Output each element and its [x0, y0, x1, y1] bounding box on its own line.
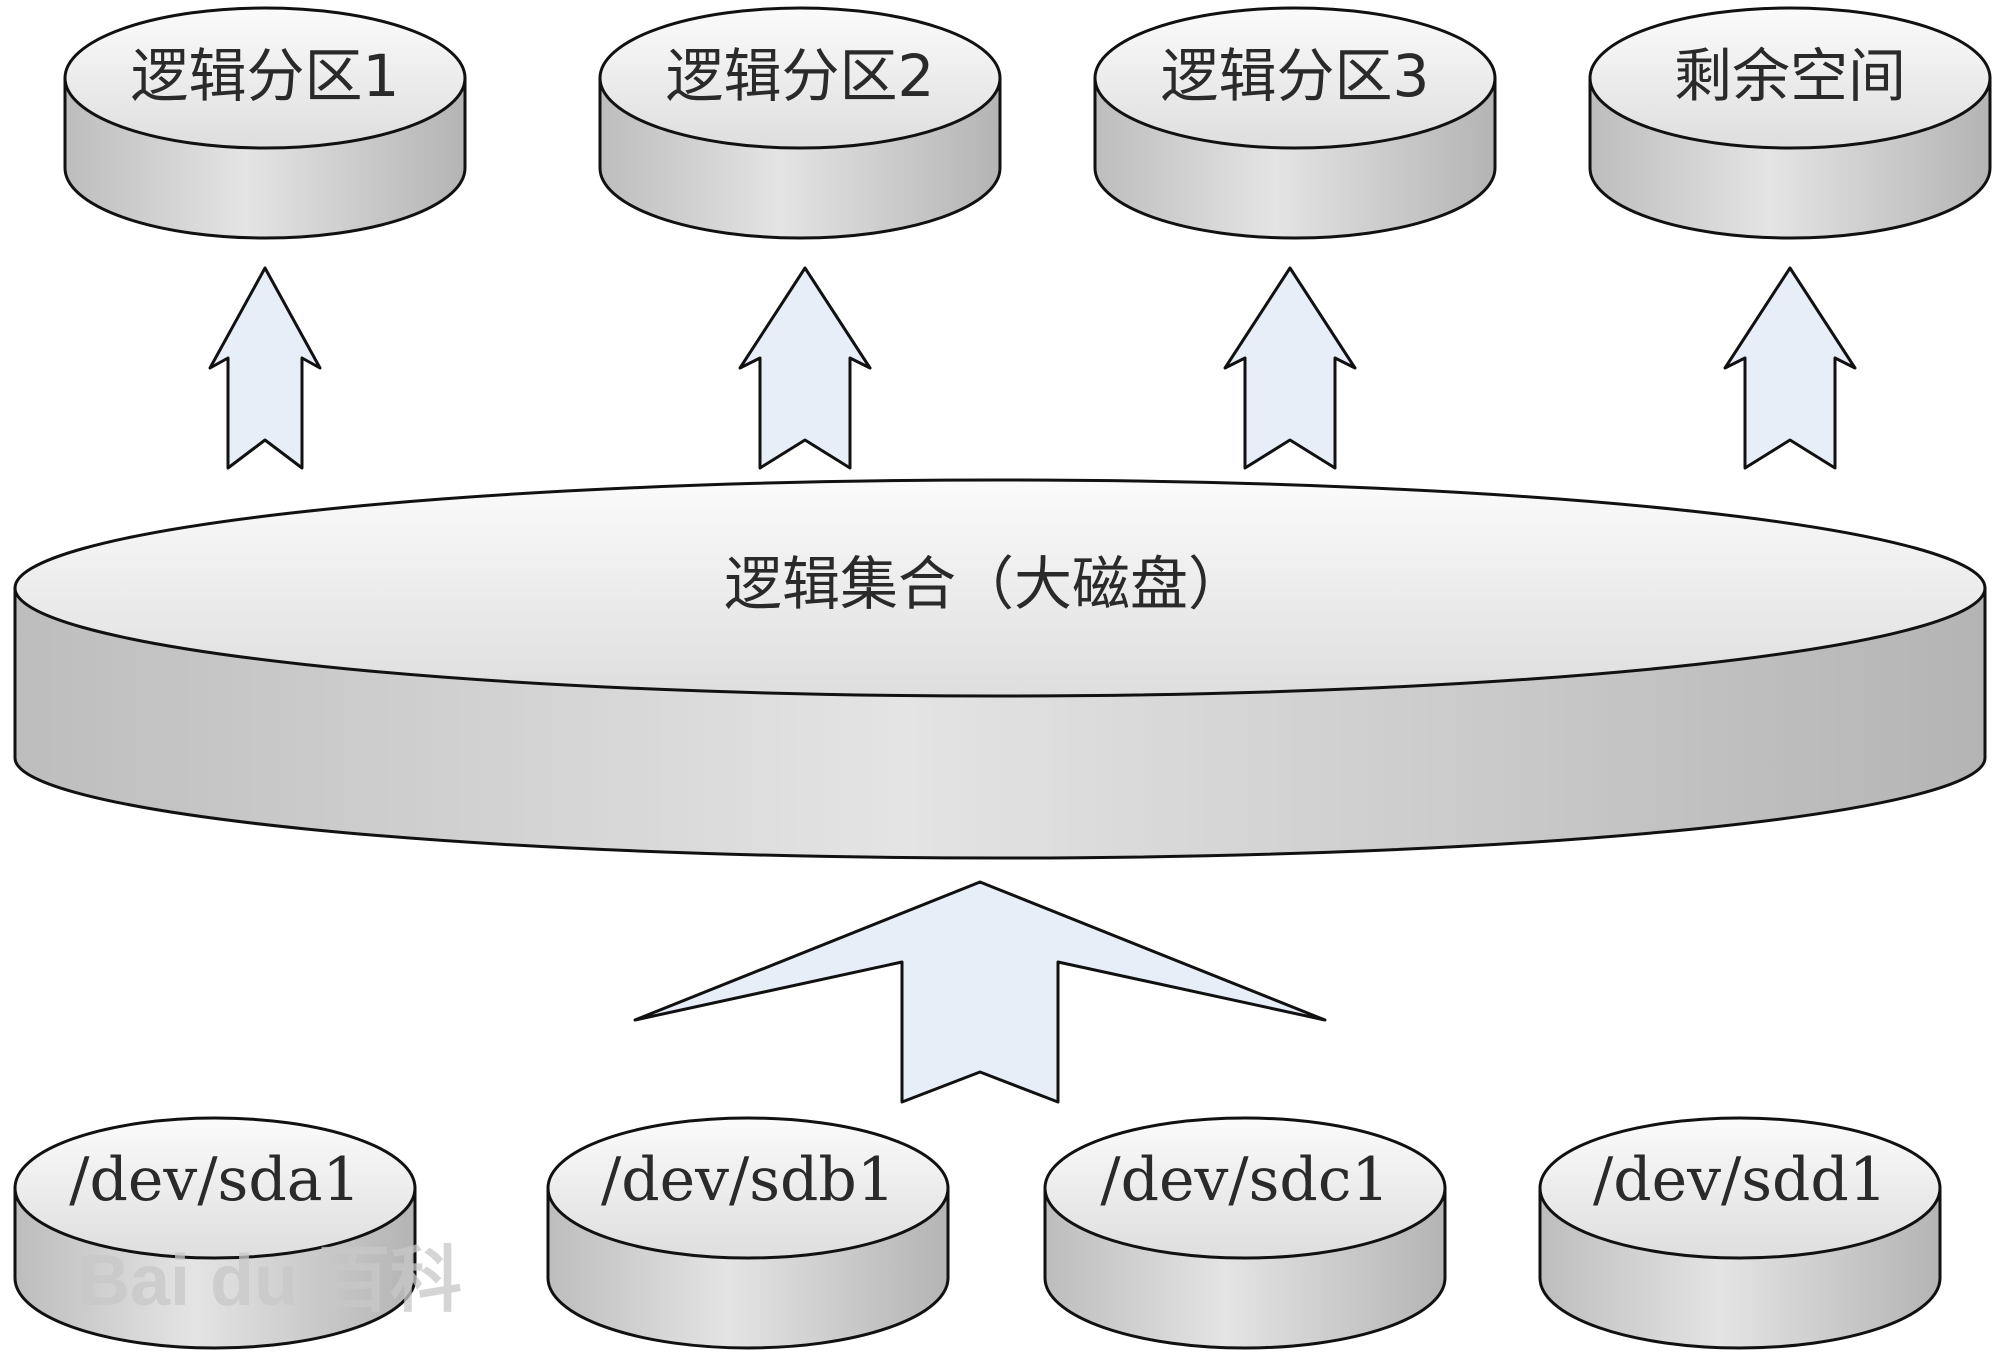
baidu-watermark: Bai du 百科 [78, 1241, 462, 1321]
device-label-sda1: /dev/sda1 [69, 1145, 360, 1215]
merge-arrow-icon [633, 880, 1327, 1104]
partition-label-1: 逻辑分区1 [131, 42, 400, 110]
device-label-sdc1: /dev/sdc1 [1100, 1145, 1389, 1215]
device-disk-sdb1: /dev/sdb1 [546, 1116, 950, 1350]
device-label-sdb1: /dev/sdb1 [601, 1145, 895, 1215]
free-space-label: 剩余空间 [1674, 42, 1906, 110]
device-disk-sda1: /dev/sda1 [13, 1116, 417, 1350]
watermark-text: Bai du 百科 [78, 1241, 462, 1321]
free-space-disk: 剩余空间 [1588, 6, 1992, 240]
volume-group-disk: 逻辑集合（大磁盘） [13, 478, 1987, 860]
up-arrow-icon [1223, 266, 1357, 470]
device-disk-sdc1: /dev/sdc1 [1043, 1116, 1447, 1350]
device-disk-sdd1: /dev/sdd1 [1538, 1116, 1942, 1350]
up-arrow-icon [208, 266, 322, 470]
partition-disk-3: 逻辑分区3 [1093, 6, 1497, 240]
up-arrow-icon [738, 266, 872, 470]
partition-label-2: 逻辑分区2 [666, 42, 935, 110]
partition-label-3: 逻辑分区3 [1161, 42, 1430, 110]
partition-disk-2: 逻辑分区2 [598, 6, 1002, 240]
device-label-sdd1: /dev/sdd1 [1593, 1145, 1887, 1215]
up-arrow-icon [1723, 266, 1857, 470]
volume-group-label: 逻辑集合（大磁盘） [724, 550, 1246, 618]
partition-disk-1: 逻辑分区1 [63, 6, 467, 240]
